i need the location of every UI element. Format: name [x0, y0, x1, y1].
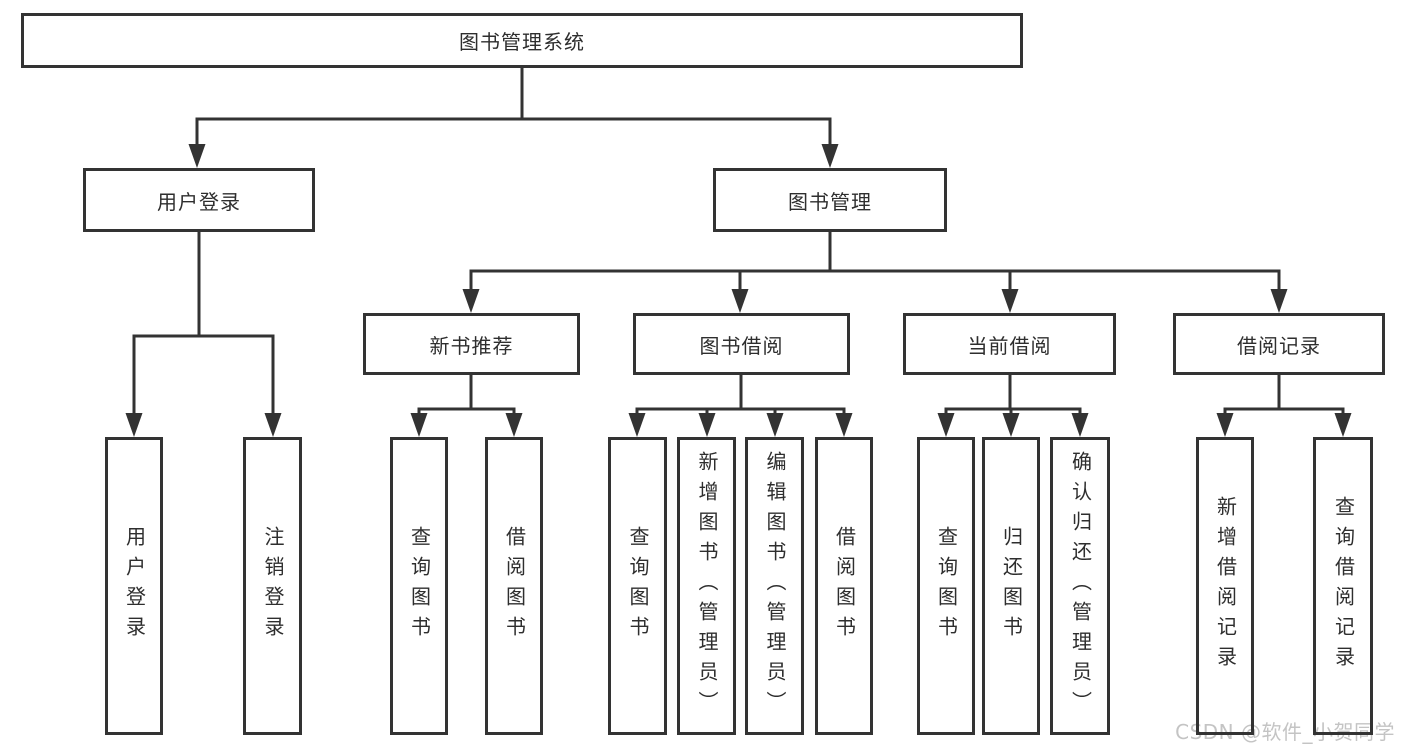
node-new-book-recommend: 新书推荐: [363, 313, 580, 375]
arrowhead-leaf-add-record: [1216, 413, 1234, 437]
leaf-edit-book-admin-label: 编辑图书（管理员）: [763, 451, 787, 721]
leaf-query-books-3: 查询图书: [917, 437, 975, 735]
node-root: 图书管理系统: [21, 13, 1023, 68]
arrowhead-leaf-logout: [264, 413, 282, 437]
arrowhead-leaf-return: [1002, 413, 1020, 437]
leaf-logout-label: 注销登录: [261, 526, 285, 646]
leaf-borrow-books-1-label: 借阅图书: [502, 526, 527, 646]
arrowhead-leaf-query-record: [1334, 413, 1352, 437]
leaf-confirm-return-admin-label: 确认归还（管理员）: [1068, 451, 1093, 721]
arrowhead-leaf-edit-book: [766, 413, 784, 437]
leaf-return-books: 归还图书: [982, 437, 1040, 735]
leaf-borrow-books-2-label: 借阅图书: [832, 526, 857, 646]
arrowhead-leaf-borrow2: [835, 413, 853, 437]
arrowhead-leaf-confirm-return: [1071, 413, 1089, 437]
csdn-watermark: CSDN @软件_小贺同学: [1175, 720, 1395, 744]
leaf-query-books-1: 查询图书: [390, 437, 448, 735]
arrowhead-borrow-records: [1270, 289, 1288, 313]
leaf-add-book-admin: 新增图书（管理员）: [677, 437, 736, 735]
arrowhead-leaf-user-login: [125, 413, 143, 437]
leaf-add-book-admin-label: 新增图书（管理员）: [695, 451, 719, 721]
arrowhead-leaf-query3: [937, 413, 955, 437]
leaf-query-books-1-label: 查询图书: [407, 526, 432, 646]
node-borrow-records: 借阅记录: [1173, 313, 1385, 375]
leaf-query-books-3-label: 查询图书: [934, 526, 959, 646]
leaf-borrow-books-2: 借阅图书: [815, 437, 873, 735]
leaf-add-borrow-record-label: 新增借阅记录: [1213, 496, 1238, 676]
leaf-query-borrow-record-label: 查询借阅记录: [1331, 496, 1356, 676]
arrowhead-leaf-borrow1: [505, 413, 523, 437]
node-current-borrow: 当前借阅: [903, 313, 1116, 375]
arrowhead-leaf-query1: [410, 413, 428, 437]
arrowhead-new-book: [462, 289, 480, 313]
leaf-edit-book-admin: 编辑图书（管理员）: [745, 437, 804, 735]
node-user-login: 用户登录: [83, 168, 315, 232]
arrowheads: [125, 144, 1352, 437]
leaf-borrow-books-1: 借阅图书: [485, 437, 543, 735]
arrowhead-leaf-add-book: [698, 413, 716, 437]
arrowhead-user-login: [188, 144, 206, 168]
leaf-query-borrow-record: 查询借阅记录: [1313, 437, 1373, 735]
leaf-confirm-return-admin: 确认归还（管理员）: [1050, 437, 1110, 735]
leaf-return-books-label: 归还图书: [999, 526, 1024, 646]
arrowhead-current-borrow: [1001, 289, 1019, 313]
arrowhead-leaf-query2: [628, 413, 646, 437]
leaf-query-books-2-label: 查询图书: [626, 526, 650, 646]
leaf-add-borrow-record: 新增借阅记录: [1196, 437, 1254, 735]
node-book-management: 图书管理: [713, 168, 947, 232]
leaf-query-books-2: 查询图书: [608, 437, 667, 735]
node-book-borrow: 图书借阅: [633, 313, 850, 375]
arrowhead-book-borrow: [731, 289, 749, 313]
arrowhead-book-management: [821, 144, 839, 168]
leaf-user-login-label: 用户登录: [122, 526, 147, 646]
leaf-user-login: 用户登录: [105, 437, 163, 735]
leaf-logout: 注销登录: [243, 437, 302, 735]
